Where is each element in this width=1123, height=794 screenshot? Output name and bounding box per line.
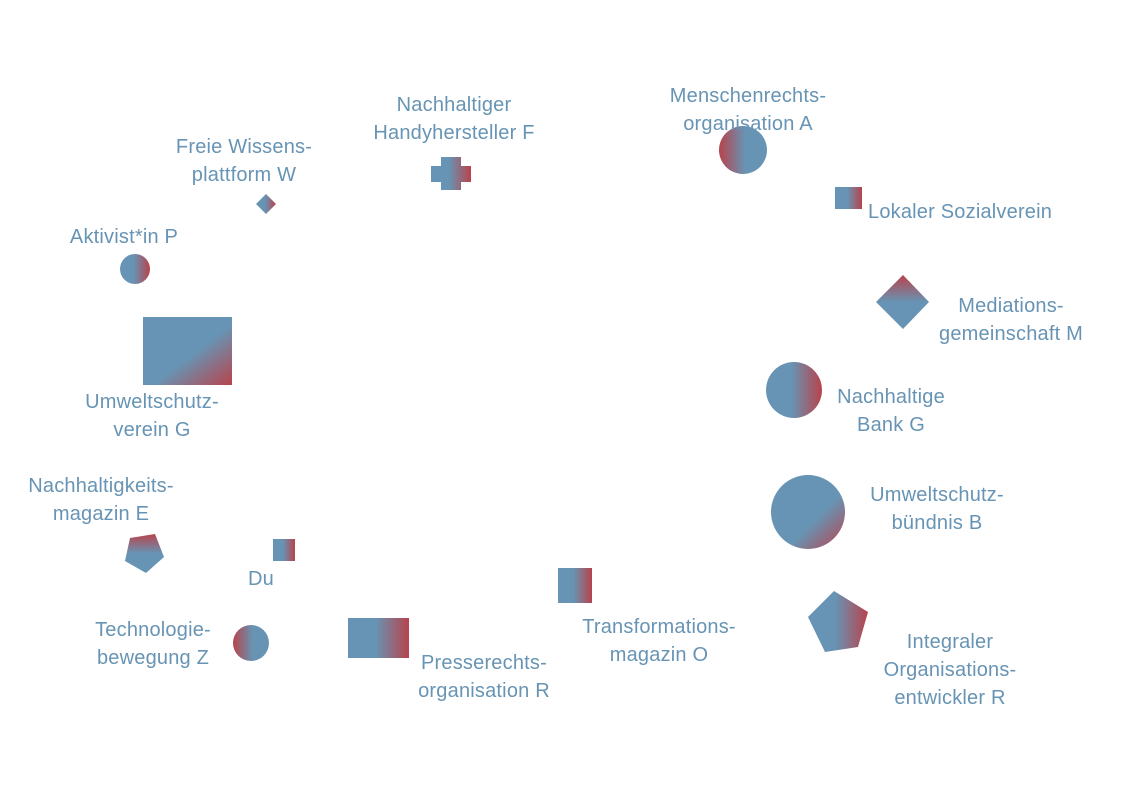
node-transformations-square-icon[interactable] [558,568,592,603]
node-label-nachhaltigkeits: Nachhaltigkeits- magazin E [6,472,196,528]
node-label-menschenrechts: Menschenrechts- organisation A [653,82,843,138]
label-line: Umweltschutz- [85,391,219,413]
node-wissens-diamond-icon[interactable] [256,194,276,214]
label-line: Lokaler Sozialverein [868,201,1053,223]
label-line: Transformations- [582,616,736,638]
label-line: Bank G [857,414,925,436]
label-line: organisation A [683,113,813,135]
node-presserechts-rectangle-icon[interactable] [348,618,409,658]
node-label-transformations: Transformations- magazin O [559,613,759,669]
label-line: entwickler R [894,687,1006,709]
label-line: verein G [113,419,191,441]
label-line: magazin O [609,644,709,666]
label-line: Nachhaltige [837,386,945,408]
node-integraler-pentagon-icon[interactable] [808,591,868,652]
node-label-lokaler: Lokaler Sozialverein [868,198,1052,226]
label-line: Nachhaltiger [396,94,512,116]
label-line: Menschenrechts- [669,85,827,107]
node-handy-cross-icon[interactable] [431,157,471,190]
node-umweltverein-rectangle-icon[interactable] [143,317,232,385]
label-line: Presserechts- [421,652,547,674]
node-label-umweltverein: Umweltschutz- verein G [62,388,242,444]
label-line: Freie Wissens- [175,136,313,158]
label-line: Handyhersteller F [373,122,535,144]
node-label-technologie: Technologie- bewegung Z [73,616,233,672]
label-line: Umweltschutz- [870,484,1004,506]
label-line: organisation R [418,680,550,702]
node-label-aktivist: Aktivist*in P [54,223,194,251]
node-bank-circle-icon[interactable] [766,362,822,418]
label-line: bündnis B [891,512,983,534]
node-lokaler-square-icon[interactable] [835,187,862,209]
label-line: Organisations- [883,659,1017,681]
label-line: gemeinschaft M [939,323,1083,345]
node-du-square-icon[interactable] [273,539,295,561]
node-label-mediations: Mediations- gemeinschaft M [921,292,1101,348]
label-line: Aktivist*in P [69,226,179,248]
node-label-wissens: Freie Wissens- plattform W [159,133,329,189]
node-nachhaltigkeits-pentagon-icon[interactable] [125,534,164,573]
node-buendnis-circle-icon[interactable] [771,475,845,549]
label-line: magazin E [52,503,150,525]
label-line: bewegung Z [96,647,210,669]
label-line: Integraler [906,631,994,653]
node-label-presserechts: Presserechts- organisation R [394,649,574,705]
node-aktivist-circle-icon[interactable] [120,254,150,284]
node-label-integraler: Integraler Organisations- entwickler R [860,628,1040,712]
node-technologie-circle-icon[interactable] [233,625,269,661]
label-line: plattform W [191,164,297,186]
node-label-bank: Nachhaltige Bank G [816,383,966,439]
node-label-du: Du [241,565,281,593]
label-line: Mediations- [958,295,1064,317]
node-label-handy: Nachhaltiger Handyhersteller F [354,91,554,147]
label-line: Nachhaltigkeits- [28,475,174,497]
node-mediations-diamond-icon[interactable] [876,275,929,329]
node-label-buendnis: Umweltschutz- bündnis B [847,481,1027,537]
label-line: Du [248,568,274,590]
label-line: Technologie- [95,619,211,641]
node-menschenrechts-circle-icon[interactable] [719,126,767,174]
